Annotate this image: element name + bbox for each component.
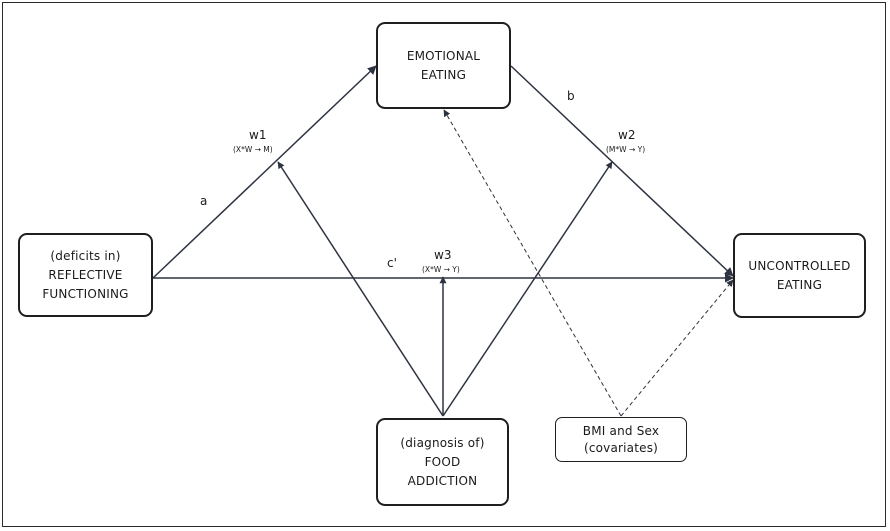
w2-label: w2 — [618, 128, 636, 142]
moderator-w1-arrow — [277, 161, 444, 417]
food-addiction-line1: (diagnosis of) — [400, 435, 485, 450]
emotional-eating-line2: EATING — [420, 67, 467, 82]
path-c-prime-label: c' — [387, 256, 397, 270]
reflective-functioning-box: (deficits in) REFLECTIVE FUNCTIONING — [18, 233, 153, 317]
w3-formula: (X*W → Y) — [422, 265, 460, 274]
path-b-label: b — [567, 89, 575, 103]
path-a-arrow — [152, 65, 377, 279]
covariates-line2: (covariates) — [583, 440, 659, 455]
uncontrolled-eating-line2: EATING — [776, 277, 823, 292]
reflective-functioning-line2: REFLECTIVE — [48, 267, 123, 282]
emotional-eating-line1: EMOTIONAL — [406, 48, 481, 63]
uncontrolled-eating-box: UNCONTROLLED EATING — [733, 233, 866, 318]
reflective-functioning-line3: FUNCTIONING — [42, 286, 129, 301]
covariate-to-uncontrolled-eating-line — [620, 279, 734, 417]
w2-formula: (M*W → Y) — [606, 145, 646, 154]
food-addiction-line2: FOOD — [424, 454, 461, 469]
food-addiction-line3: ADDICTION — [407, 473, 478, 488]
w1-formula: (X*W → M) — [233, 145, 273, 154]
emotional-eating-box: EMOTIONAL EATING — [376, 22, 511, 109]
path-b-arrow — [510, 65, 734, 277]
covariates-box: BMI and Sex (covariates) — [555, 417, 687, 462]
food-addiction-box: (diagnosis of) FOOD ADDICTION — [376, 418, 509, 506]
w3-label: w3 — [434, 248, 452, 262]
moderator-w2-arrow — [442, 161, 613, 417]
uncontrolled-eating-line1: UNCONTROLLED — [748, 258, 851, 273]
covariate-to-emotional-eating-line — [443, 109, 622, 417]
w1-label: w1 — [249, 128, 267, 142]
reflective-functioning-line1: (deficits in) — [50, 248, 121, 263]
path-a-label: a — [200, 194, 208, 208]
covariates-line1: BMI and Sex — [582, 423, 660, 438]
